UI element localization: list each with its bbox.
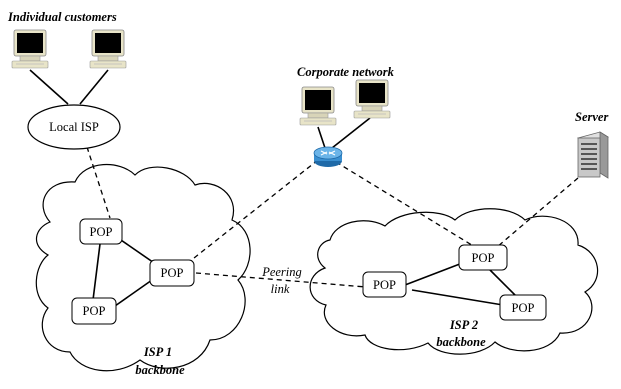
- isp2-pop-top: POP: [458, 244, 508, 271]
- isp2-link-left-bottomright: [411, 289, 504, 306]
- corporate-computer-2-icon: [353, 79, 391, 119]
- peering-link-line: [195, 272, 367, 288]
- isp1-cloud: [35, 163, 251, 372]
- link-localisp-isp1: [86, 146, 111, 219]
- peering-link-label-line1: Peering: [261, 265, 302, 279]
- pop-label: POP: [512, 301, 535, 315]
- pop-label: POP: [472, 251, 495, 265]
- customer-computer-1-icon: [11, 29, 49, 69]
- customer-computer-2-icon: [89, 29, 127, 69]
- link-router-isp2pop: [335, 161, 476, 248]
- isp1-pop-top: POP: [79, 218, 123, 245]
- pop-label: POP: [83, 304, 106, 318]
- isp2-pop-left: POP: [362, 271, 407, 298]
- isp1-backbone-label-line2: backbone: [135, 363, 185, 377]
- corporate-computer-1-icon: [299, 86, 337, 126]
- isp2-backbone-label-line1: ISP 2: [449, 318, 478, 332]
- isp1-pop-middle: POP: [149, 259, 195, 287]
- isp2-pop-bottom-right: POP: [499, 294, 547, 321]
- isp1-link-top-bottom: [92, 243, 101, 301]
- pop-label: POP: [373, 278, 396, 292]
- server-icon: [577, 131, 609, 179]
- router-icon: [313, 146, 343, 167]
- isp2-backbone-label-line2: backbone: [436, 335, 486, 349]
- local-isp-node: [27, 104, 121, 150]
- corporate-network-label: Corporate network: [297, 65, 395, 79]
- link-corp2-router: [331, 117, 371, 149]
- isp2-cloud: [309, 208, 599, 355]
- individual-customers-label: Individual customers: [7, 10, 117, 24]
- isp2-link-right-bottomright: [489, 269, 517, 297]
- link-customer2-localisp: [79, 69, 109, 105]
- pop-label: POP: [90, 225, 113, 239]
- local-isp-label: Local ISP: [49, 120, 99, 134]
- isp1-pop-bottom: POP: [71, 297, 117, 325]
- isp1-link-bottom-mid: [114, 279, 153, 307]
- isp2-link-left-right: [404, 261, 466, 286]
- server-label: Server: [575, 110, 608, 124]
- link-customer1-localisp: [29, 69, 69, 105]
- isp1-backbone-label-line1: ISP 1: [143, 345, 172, 359]
- pop-label: POP: [161, 266, 184, 280]
- link-corp1-router: [317, 126, 326, 149]
- peering-link-label-line2: link: [271, 282, 290, 296]
